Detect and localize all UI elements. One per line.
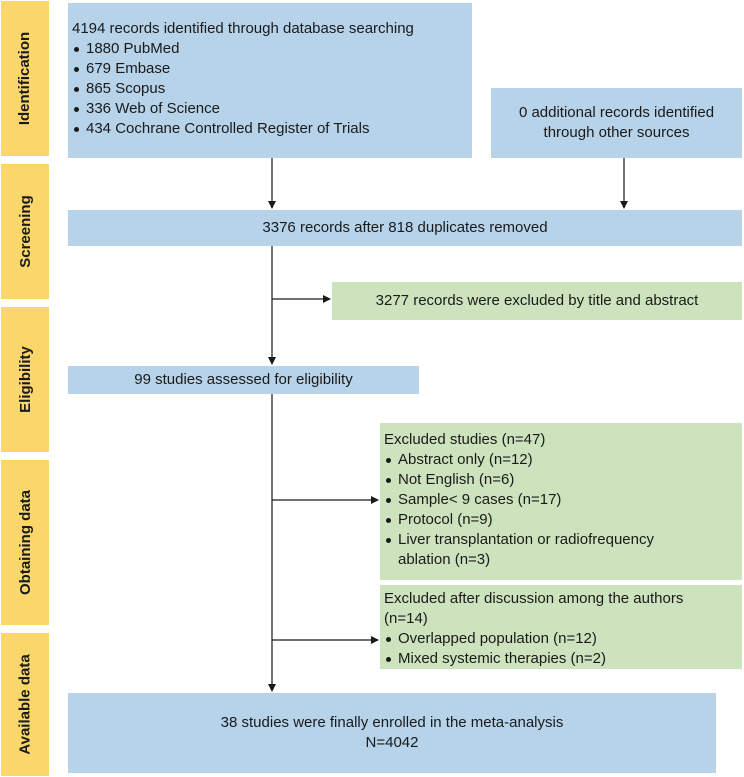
after-duplicates-box: 3376 records after 818 duplicates remove… (68, 210, 742, 246)
eligibility-text: 99 studies assessed for eligibility (134, 371, 353, 388)
after-duplicates-text: 3376 records after 818 duplicates remove… (262, 219, 548, 236)
excluded-after-discussion-box: Excluded after discussion among the auth… (380, 585, 742, 669)
list-item: 1880 PubMed (72, 39, 472, 59)
stage-bar-identification: Identification (1, 1, 49, 156)
title-abstract-excluded-box: 3277 records were excluded by title and … (332, 282, 742, 320)
list-item: 434 Cochrane Controlled Register of Tria… (72, 119, 472, 139)
excluded-after-discussion-list: Overlapped population (n=12) Mixed syste… (384, 629, 734, 669)
list-item: 865 Scopus (72, 79, 472, 99)
records-identified-text: 4194 records identified through database… (72, 20, 414, 37)
excluded-studies-box: Excluded studies (n=47) Abstract only (n… (380, 423, 742, 580)
records-identified-box: 4194 records identified through database… (68, 3, 472, 158)
excluded-studies-title: Excluded studies (n=47) (384, 431, 546, 448)
additional-records-line1: 0 additional records identified (518, 104, 715, 121)
title-abstract-excluded-text: 3277 records were excluded by title and … (375, 292, 699, 309)
list-item: Sample< 9 cases (n=17) (384, 490, 734, 510)
list-item: Abstract only (n=12) (384, 450, 734, 470)
stage-bar-screening: Screening (1, 164, 49, 299)
final-total-n: N=4042 (365, 734, 419, 751)
database-source-list: 1880 PubMed 679 Embase 865 Scopus 336 We… (72, 39, 472, 139)
list-item: Mixed systemic therapies (n=2) (384, 649, 734, 669)
excluded-studies-list: Abstract only (n=12) Not English (n=6) S… (384, 450, 734, 570)
stage-bar-obtaining-data: Obtaining data (1, 460, 49, 625)
final-enrolled-text: 38 studies were finally enrolled in the … (220, 714, 564, 731)
final-enrolled-box: 38 studies were finally enrolled in the … (68, 693, 716, 773)
list-item: 679 Embase (72, 59, 472, 79)
stage-bar-eligibility: Eligibility (1, 307, 49, 452)
list-item: Protocol (n=9) (384, 510, 734, 530)
stage-bar-available-data: Available data (1, 633, 49, 776)
eligibility-box: 99 studies assessed for eligibility (68, 366, 419, 394)
excluded-after-discussion-title: Excluded after discussion among the auth… (384, 590, 684, 627)
list-item: 336 Web of Science (72, 99, 472, 119)
list-item: Liver transplantation or radiofrequency … (384, 530, 734, 570)
list-item: Overlapped population (n=12) (384, 629, 734, 649)
additional-records-box: 0 additional records identified through … (491, 88, 742, 158)
list-item: Not English (n=6) (384, 470, 734, 490)
additional-records-line2: through other sources (543, 124, 690, 141)
